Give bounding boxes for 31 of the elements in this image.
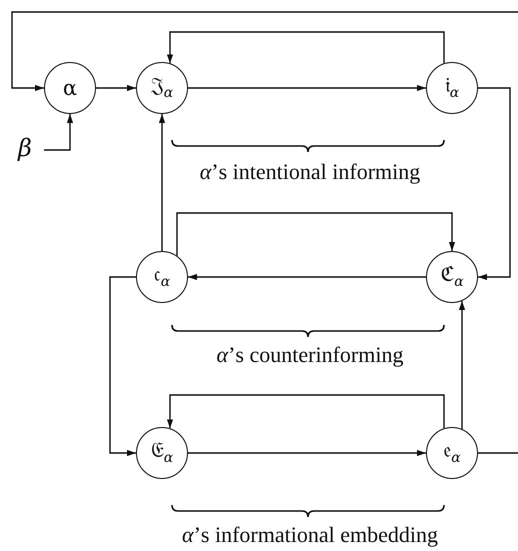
arrow bbox=[44, 114, 74, 151]
variable-label: β bbox=[18, 136, 32, 160]
state-circle bbox=[136, 251, 188, 303]
arrow bbox=[96, 84, 136, 92]
state-circle bbox=[426, 62, 478, 114]
arrow bbox=[158, 114, 166, 251]
arrow bbox=[478, 87, 511, 280]
arrow bbox=[188, 84, 426, 92]
arrow bbox=[458, 301, 466, 429]
arrow bbox=[166, 31, 445, 64]
state-circle bbox=[426, 427, 478, 479]
arrow bbox=[176, 212, 456, 256]
state-circle bbox=[426, 251, 478, 303]
node-label: 𝔠$_{α}$ bbox=[154, 264, 170, 290]
state-circle bbox=[44, 62, 96, 114]
arrow bbox=[188, 450, 426, 456]
node-label: 𝔈$_{α}$ bbox=[150, 440, 174, 466]
arrow bbox=[188, 274, 426, 280]
node-label: 𝔍$_{α}$ bbox=[150, 75, 174, 101]
state-circle bbox=[136, 62, 188, 114]
node-label: α bbox=[62, 78, 78, 98]
node-label: ℭ$_{α}$ bbox=[440, 264, 464, 290]
group-caption: α’s intentional informing bbox=[200, 160, 420, 184]
arrow bbox=[109, 276, 136, 456]
group-caption: α’s informational embedding bbox=[182, 523, 438, 548]
group-caption: α’s counterinforming bbox=[216, 343, 404, 368]
arrow bbox=[11, 11, 518, 92]
state-circle bbox=[136, 427, 188, 479]
node-label: 𝔦$_{α}$ bbox=[444, 75, 460, 101]
node-label: 𝔢$_{α}$ bbox=[443, 440, 461, 466]
arrow bbox=[166, 394, 445, 428]
